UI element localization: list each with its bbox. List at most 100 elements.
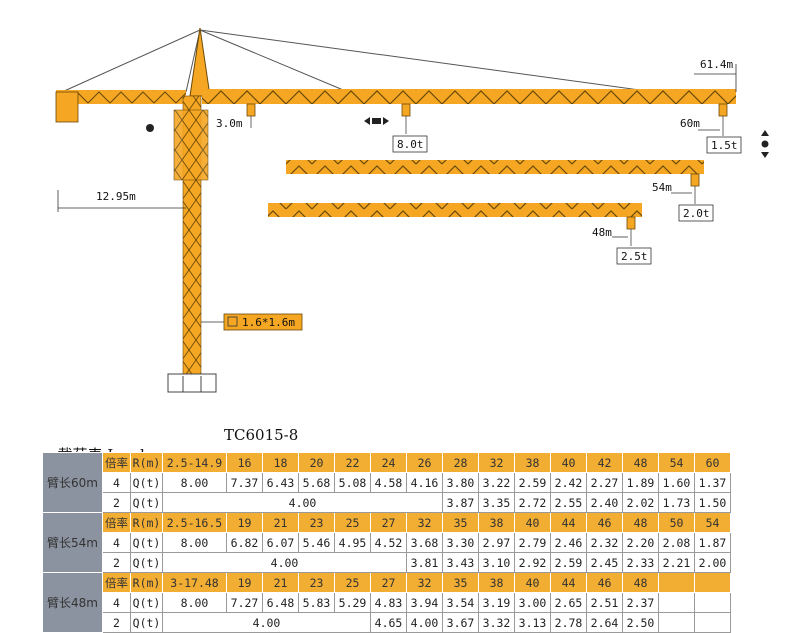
tie-cables <box>61 29 641 93</box>
jib-60m <box>202 89 736 104</box>
load-cell: 3.13 <box>514 612 551 633</box>
counter-jib-label: 12.95m <box>96 190 136 203</box>
tip60-load-label: 1.5t <box>711 139 738 152</box>
q-label-cell: Q(t) <box>130 612 163 633</box>
ratio-cell: 4 <box>102 472 131 493</box>
radius-cell: 23 <box>298 572 335 593</box>
load-cell: 2.08 <box>658 532 695 553</box>
load-cell: 6.48 <box>262 592 299 613</box>
radius-cell: 54 <box>658 452 695 473</box>
load-cell: 4.16 <box>406 472 443 493</box>
load-cell: 4.00 <box>406 612 443 633</box>
tip60-radius-label: 60m <box>680 117 700 130</box>
load-cell: 2.33 <box>622 552 659 573</box>
radius-cell: 44 <box>550 512 587 533</box>
radius-cell: 23 <box>298 512 335 533</box>
hook-min-radius <box>246 103 256 128</box>
q-label-cell: Q(t) <box>130 532 163 553</box>
load-cell: 6.07 <box>262 532 299 553</box>
load-cell: 2.78 <box>550 612 587 633</box>
radius-cell <box>694 572 731 593</box>
radius-cell: 38 <box>514 452 551 473</box>
load-cell <box>658 592 695 613</box>
load-cell: 2.65 <box>550 592 587 613</box>
load-cell: 1.87 <box>694 532 731 553</box>
radius-cell: 44 <box>550 572 587 593</box>
ratio-cell: 2 <box>102 552 131 573</box>
arm-length-cell: 臂长54m <box>42 512 103 573</box>
crane-diagram: 61.4m 12.95m 3.0m 8.0t 60m 1.5t 54m 2.0t… <box>55 27 769 393</box>
load-cell: 3.10 <box>478 552 515 573</box>
load-cell: 3.35 <box>478 492 515 513</box>
radius-cell: 42 <box>586 452 623 473</box>
radius-cell: 32 <box>406 512 443 533</box>
hoist-direction-icon <box>761 130 769 158</box>
load-cell: 5.83 <box>298 592 335 613</box>
load-cell: 2.27 <box>586 472 623 493</box>
radius-cell: 54 <box>694 512 731 533</box>
load-cell: 2.79 <box>514 532 551 553</box>
radius-cell: 32 <box>406 572 443 593</box>
hook-max-load <box>401 103 411 134</box>
load-cell: 8.00 <box>162 592 227 613</box>
load-cell: 3.80 <box>442 472 479 493</box>
ratio-header: 倍率 <box>102 452 131 473</box>
radius-cell: 40 <box>550 452 587 473</box>
radius-cell: 40 <box>514 572 551 593</box>
load-cell: 3.81 <box>406 552 443 573</box>
radius-cell: 25 <box>334 512 371 533</box>
load-cell: 2.21 <box>658 552 695 573</box>
load-cell: 2.51 <box>586 592 623 613</box>
load-cell: 1.60 <box>658 472 695 493</box>
load-cell: 5.29 <box>334 592 371 613</box>
load-cell: 4.58 <box>370 472 407 493</box>
counterweight <box>55 91 79 123</box>
load-cell: 2.20 <box>622 532 659 553</box>
hook-tip-48 <box>626 216 636 246</box>
tip54-radius-label: 54m <box>652 181 672 194</box>
tip48-load-label: 2.5t <box>621 250 648 263</box>
load-cell: 3.32 <box>478 612 515 633</box>
load-cell <box>694 612 731 633</box>
arm-length-cell: 臂长60m <box>42 452 103 513</box>
load-cell: 1.37 <box>694 472 731 493</box>
radius-cell: 19 <box>226 572 263 593</box>
caption-model: TC6015-8 <box>224 426 299 444</box>
load-cell: 4.95 <box>334 532 371 553</box>
radius-cell: 35 <box>442 572 479 593</box>
load-cell: 3.94 <box>406 592 443 613</box>
jib-length-label: 61.4m <box>700 58 733 71</box>
load-cell: 8.00 <box>162 472 227 493</box>
load-cell: 3.00 <box>514 592 551 613</box>
arm-length-cell: 臂长48m <box>42 572 103 633</box>
load-cell: 4.52 <box>370 532 407 553</box>
load-cell: 2.72 <box>514 492 551 513</box>
mast-section-label: 1.6*1.6m <box>242 316 295 329</box>
radius-cell: 27 <box>370 512 407 533</box>
radius-cell: 40 <box>514 512 551 533</box>
jib-48m <box>268 203 642 217</box>
q-label-cell: Q(t) <box>130 552 163 573</box>
load-cell: 3.43 <box>442 552 479 573</box>
radius-cell: 22 <box>334 452 371 473</box>
radius-cell: 21 <box>262 512 299 533</box>
load-cell: 7.27 <box>226 592 263 613</box>
load-cell: 2.97 <box>478 532 515 553</box>
load-cell: 2.59 <box>550 552 587 573</box>
load-cell: 6.43 <box>262 472 299 493</box>
ratio-cell: 2 <box>102 612 131 633</box>
load-cell: 8.00 <box>162 532 227 553</box>
load-cell: 2.92 <box>514 552 551 573</box>
radius-range-cell: 2.5-16.5 <box>162 512 227 533</box>
radius-cell: 48 <box>622 572 659 593</box>
load-cell: 2.37 <box>622 592 659 613</box>
radius-cell: 46 <box>586 512 623 533</box>
load-cell: 2.32 <box>586 532 623 553</box>
load-cell <box>694 592 731 613</box>
load-cell: 2.64 <box>586 612 623 633</box>
